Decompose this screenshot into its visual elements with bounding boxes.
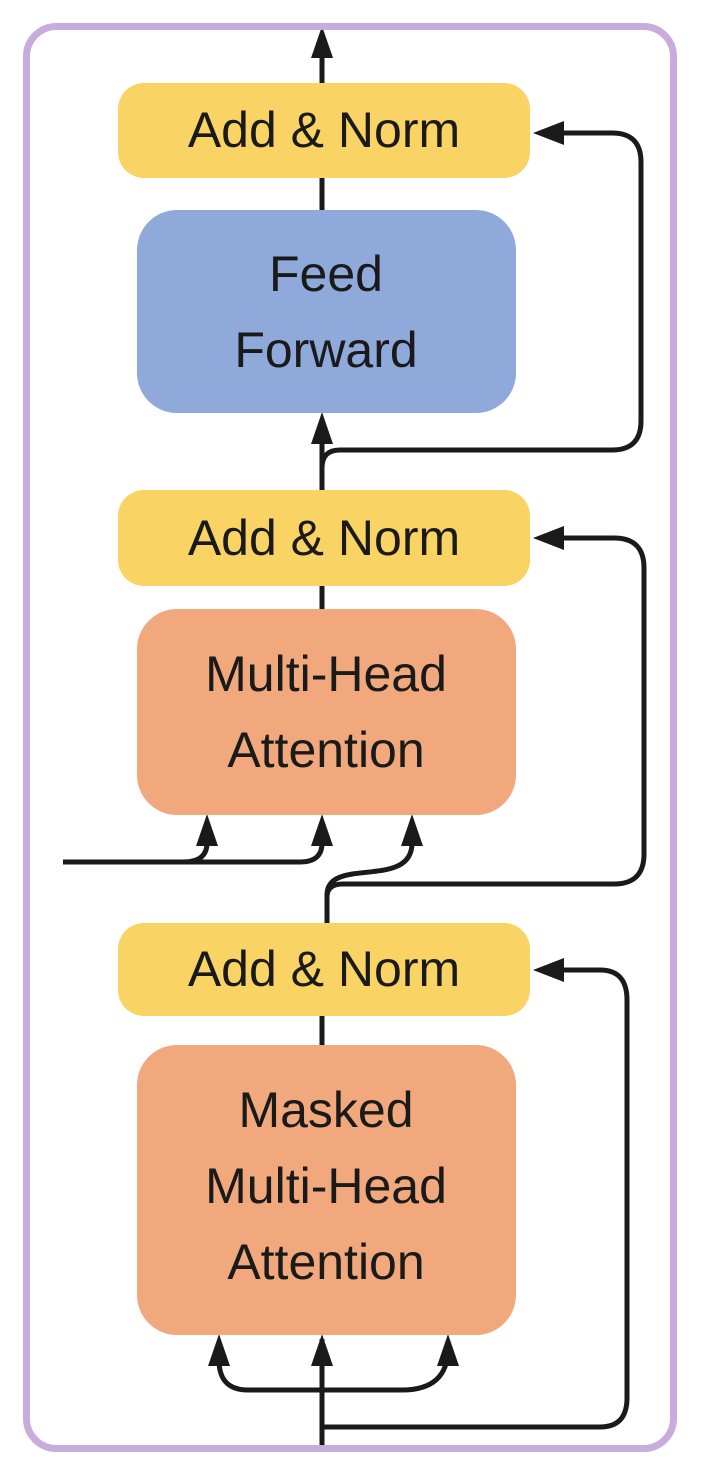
decoder-frame-border [23, 23, 677, 1452]
label-add-norm-bottom: Add & Norm [188, 941, 460, 997]
label-add-norm-top: Add & Norm [188, 102, 460, 158]
attention-input-arrowhead-left [196, 814, 218, 846]
arrowheads [196, 26, 564, 1366]
masked-attention-input-arrowhead-middle [311, 1334, 333, 1366]
residual-around-masked-attention [324, 967, 630, 1430]
connectors [63, 57, 647, 1451]
masked-attention-input-arrowhead-right [437, 1334, 459, 1366]
block-add-norm-top [118, 83, 530, 178]
addnorm-middle-residual-arrowhead [533, 526, 564, 550]
block-labels: Add & Norm Feed Forward Add & Norm Multi… [188, 102, 460, 1290]
residual-around-feedforward [319, 130, 644, 469]
masked-attention-input-arrowhead-left [208, 1334, 230, 1366]
block-masked-multi-head-attention [137, 1045, 516, 1335]
block-add-norm-bottom [118, 923, 530, 1016]
label-feed-forward-line1: Feed [269, 246, 383, 302]
label-feed-forward-line2: Forward [234, 322, 417, 378]
block-multi-head-attention [137, 609, 516, 815]
block-add-norm-middle [118, 490, 530, 586]
blocks [118, 83, 530, 1335]
label-add-norm-middle: Add & Norm [188, 510, 460, 566]
residual-around-attention [324, 535, 647, 898]
block-feed-forward [137, 210, 516, 413]
input-qkv-split [216, 1344, 451, 1393]
label-multi-head-attention-line2: Attention [227, 722, 424, 778]
label-masked-attention-line2: Multi-Head [205, 1158, 447, 1214]
attention-input-arrowhead-right [401, 814, 423, 846]
encoder-input-line [63, 842, 325, 865]
output-arrowhead [311, 26, 333, 58]
label-masked-attention-line1: Masked [238, 1082, 413, 1138]
label-masked-attention-line3: Attention [227, 1234, 424, 1290]
addnorm-bottom-residual-arrowhead [533, 958, 564, 982]
addnorm-top-residual-arrowhead [533, 121, 564, 145]
label-multi-head-attention-line1: Multi-Head [205, 646, 447, 702]
attention-input-arrowhead-middle [311, 814, 333, 846]
feedforward-input-arrowhead [311, 412, 333, 444]
